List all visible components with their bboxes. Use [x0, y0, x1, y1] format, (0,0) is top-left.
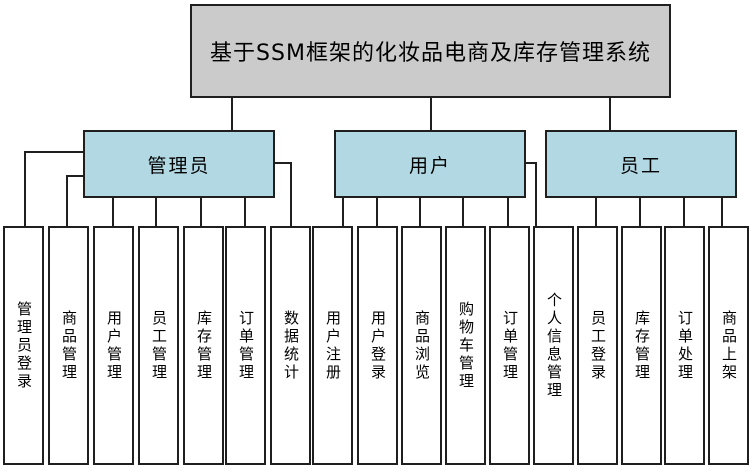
leaf-label: 用户管理 [105, 309, 123, 382]
leaf-label: 员工登录 [589, 309, 607, 382]
leaf-label: 数据统计 [282, 309, 300, 382]
connector-admin-child5 [200, 196, 202, 228]
connector-employee-child4 [721, 196, 723, 228]
group-label-user: 用户 [408, 154, 451, 177]
group-box-user: 用户 [334, 130, 526, 198]
connector-user-right-h [524, 162, 537, 164]
leaf-data-statistics: 数据统计 [270, 226, 311, 465]
leaf-order-mgmt-user: 订单管理 [489, 226, 530, 465]
leaf-label: 员工管理 [150, 309, 168, 382]
leaf-label: 商品浏览 [413, 309, 431, 382]
leaf-order-processing: 订单处理 [664, 226, 705, 465]
connector-user-child2 [376, 196, 378, 228]
leaf-order-mgmt-admin: 订单管理 [225, 226, 266, 465]
leaf-admin-login: 管理员登录 [3, 226, 44, 465]
connector-admin-right-v [290, 162, 292, 228]
connector-user-right-v [535, 162, 537, 228]
leaf-label: 订单处理 [676, 309, 694, 382]
group-box-employee: 员工 [545, 130, 737, 198]
connector-admin-child6 [244, 196, 246, 228]
leaf-label: 订单管理 [237, 309, 255, 382]
connector-admin-child3 [112, 196, 114, 228]
leaf-user-login: 用户登录 [357, 226, 398, 465]
leaf-inventory-mgmt-admin: 库存管理 [183, 226, 224, 465]
connector-employee-child1 [595, 196, 597, 228]
leaf-label: 管理员登录 [15, 300, 33, 391]
leaf-label: 商品管理 [60, 309, 78, 382]
leaf-label: 库存管理 [633, 309, 651, 382]
leaf-user-mgmt: 用户管理 [93, 226, 134, 465]
leaf-label: 库存管理 [195, 309, 213, 382]
connector-employee-child2 [639, 196, 641, 228]
connector-title-to-user [430, 96, 432, 132]
leaf-employee-mgmt: 员工管理 [138, 226, 179, 465]
connector-user-child5 [507, 196, 509, 228]
leaf-label: 用户注册 [324, 309, 342, 382]
system-title: 基于SSM框架的化妆品电商及库存管理系统 [210, 41, 651, 66]
system-title-box: 基于SSM框架的化妆品电商及库存管理系统 [190, 4, 671, 98]
group-label-admin: 管理员 [147, 154, 211, 177]
connector-user-child1 [342, 196, 344, 228]
leaf-inventory-mgmt-employee: 库存管理 [621, 226, 662, 465]
leaf-user-register: 用户注册 [312, 226, 353, 465]
leaf-label: 购物车管理 [457, 300, 475, 391]
leaf-product-listing: 商品上架 [708, 226, 749, 465]
leaf-product-browse: 商品浏览 [401, 226, 442, 465]
connector-user-child4 [462, 196, 464, 228]
leaf-cart-mgmt: 购物车管理 [445, 226, 486, 465]
connector-user-child3 [419, 196, 421, 228]
connector-admin-left2-v [66, 175, 68, 228]
connector-title-to-admin [231, 96, 233, 132]
leaf-label: 用户登录 [369, 309, 387, 382]
leaf-employee-login: 员工登录 [577, 226, 618, 465]
leaf-label: 商品上架 [720, 309, 738, 382]
leaf-personal-info-mgmt: 个人信息管理 [533, 226, 574, 465]
leaf-product-mgmt: 商品管理 [48, 226, 89, 465]
group-box-admin: 管理员 [83, 130, 275, 198]
connector-admin-left1-h [24, 151, 85, 153]
connector-employee-child3 [683, 196, 685, 228]
connector-title-to-employee [609, 96, 611, 132]
group-label-employee: 员工 [619, 154, 662, 177]
connector-admin-left1-v [24, 151, 26, 228]
leaf-label: 个人信息管理 [545, 291, 563, 400]
connector-admin-left2-h [66, 175, 85, 177]
connector-admin-right-h [273, 162, 292, 164]
connector-admin-child4 [155, 196, 157, 228]
leaf-label: 订单管理 [501, 309, 519, 382]
